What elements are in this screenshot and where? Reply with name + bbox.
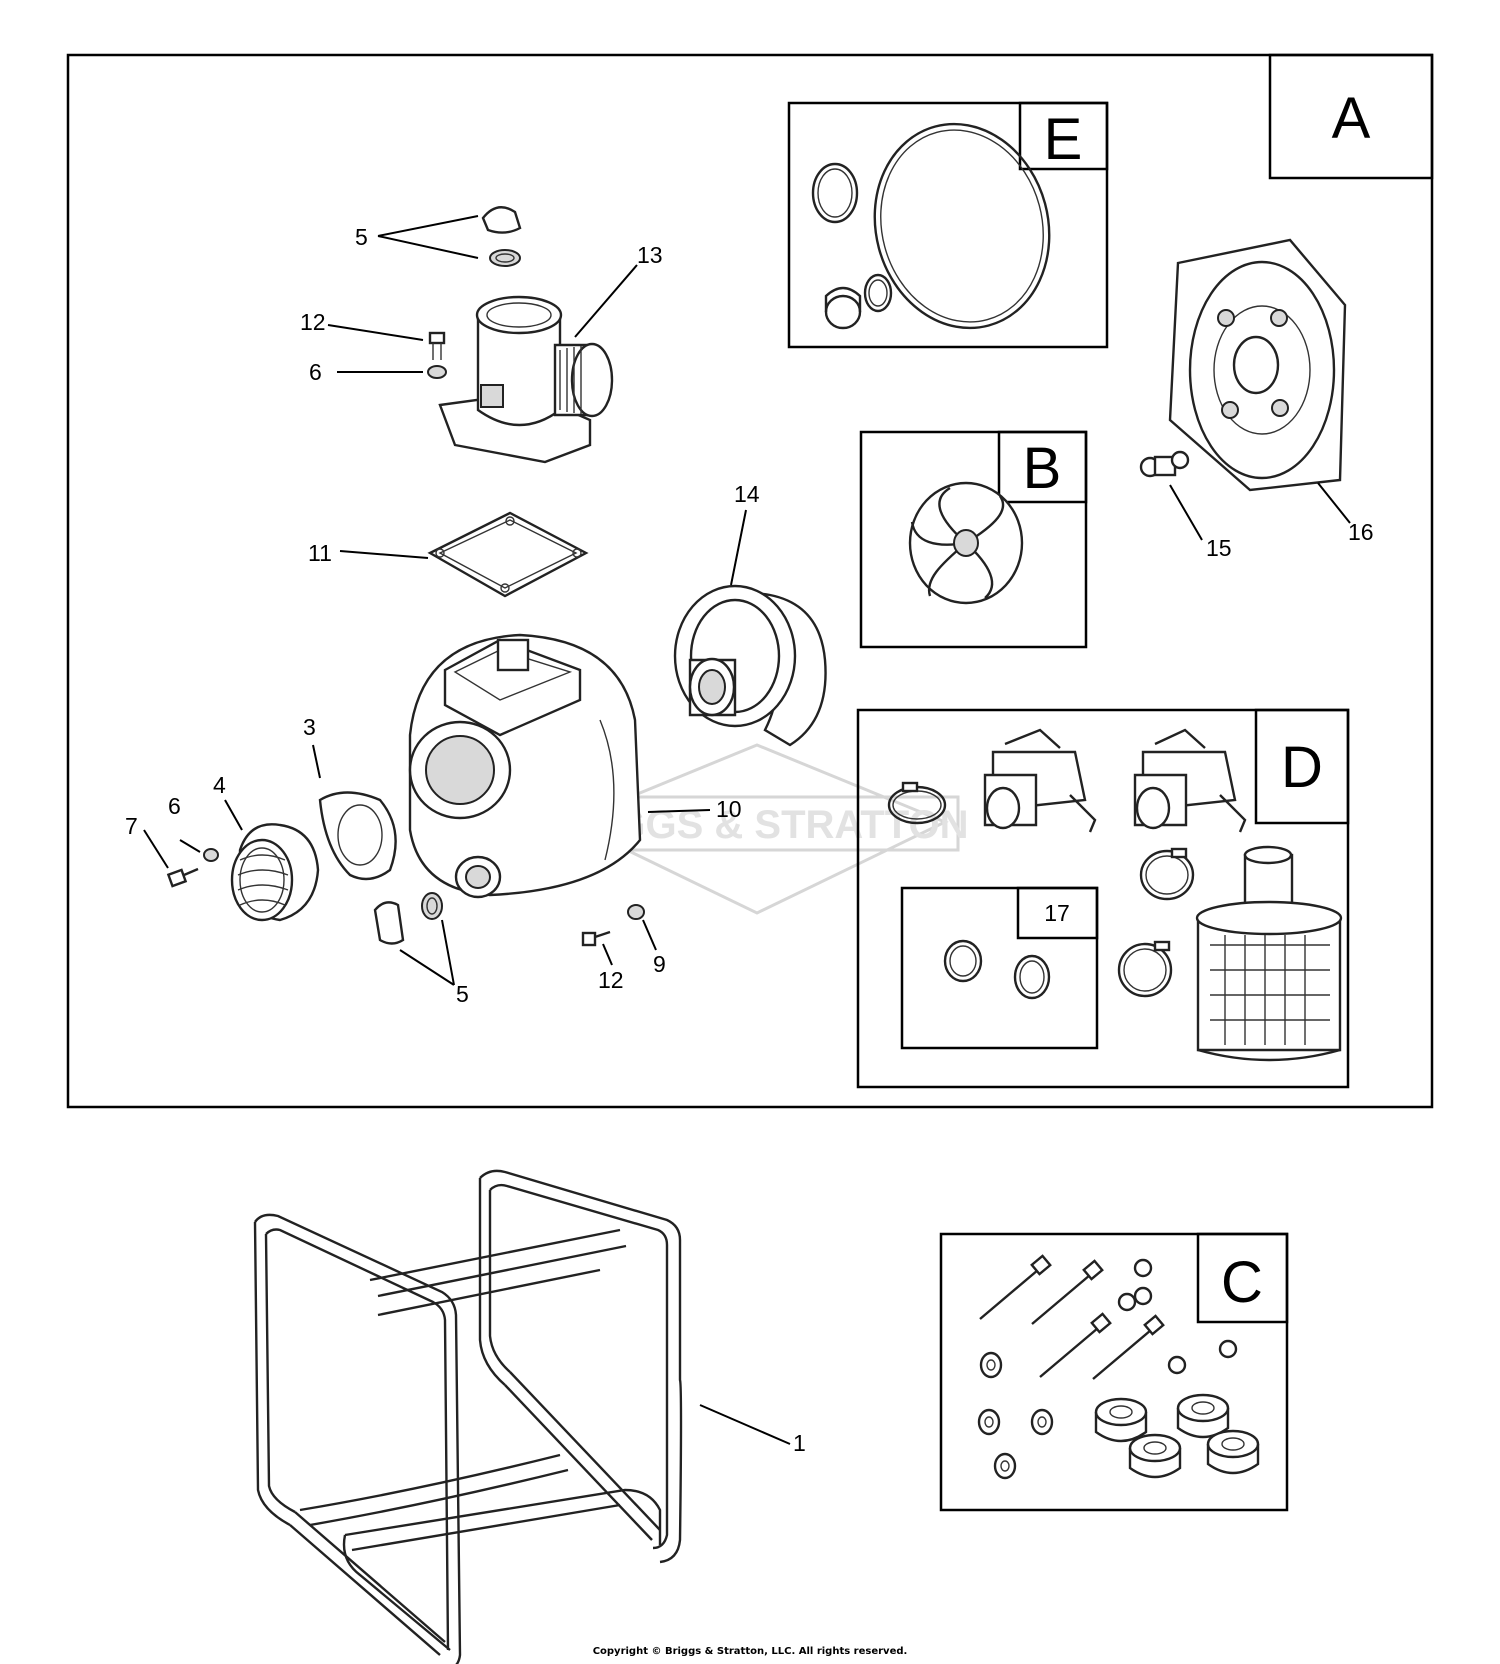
pump-housing (408, 633, 642, 899)
o-ring-17b (1013, 954, 1051, 1000)
kit-e-label: E (1044, 107, 1083, 172)
callout-7: 7 (125, 813, 138, 839)
panel-a-label: A (1332, 86, 1371, 151)
washers (977, 1351, 1054, 1480)
hose-coupling-1 (983, 728, 1097, 833)
washer-6-left (203, 848, 219, 862)
washer-9 (627, 904, 645, 920)
kit-d-panel: D (856, 708, 1350, 1089)
kit-17-label: 17 (1044, 900, 1070, 926)
kit-b-label: B (1023, 436, 1062, 501)
kit-c-label: C (1221, 1250, 1263, 1315)
hose-clamp-3 (1117, 940, 1173, 998)
nuts (1117, 1258, 1238, 1375)
pump-frame (253, 1169, 683, 1664)
kit-d-label: D (1281, 735, 1323, 800)
panel-a-box: A (1268, 53, 1434, 180)
bolt-12-bottom (581, 930, 611, 947)
callout-13: 13 (637, 242, 663, 268)
small-o-ring (811, 162, 859, 224)
housing-gasket-3 (318, 791, 397, 881)
bolts (979, 1254, 1165, 1380)
callout-3: 3 (303, 714, 316, 740)
seal-sleeve (824, 286, 862, 330)
callout-12-bottom: 12 (598, 967, 624, 993)
callout-16: 16 (1348, 519, 1374, 545)
washer-6-top (427, 365, 447, 379)
kit-c-panel: C (939, 1232, 1289, 1512)
callout-6-top: 6 (309, 359, 322, 385)
drain-plug-5 (373, 892, 443, 945)
kit-e-panel: E (787, 101, 1109, 349)
kit-b-panel: B (859, 430, 1088, 649)
volute-casing (673, 584, 827, 747)
hose-coupling-2 (1133, 728, 1247, 833)
callout-9: 9 (653, 951, 666, 977)
hose-clamp-1 (887, 781, 947, 825)
leader-lines (143, 215, 1351, 1445)
callout-5-bottom: 5 (456, 981, 469, 1007)
callout-4: 4 (213, 772, 226, 798)
main-frame (66, 53, 1434, 1109)
impeller (908, 481, 1024, 605)
kit-17-panel: 17 (900, 886, 1099, 1050)
callout-14: 14 (734, 481, 760, 507)
seal-plate (1168, 238, 1347, 492)
large-o-ring (873, 122, 1051, 330)
callout-6-left: 6 (168, 793, 181, 819)
suction-flange-4 (230, 823, 320, 922)
copyright-notice: Copyright © Briggs & Stratton, LLC. All … (592, 1646, 908, 1657)
callout-labels: 5 13 12 6 11 14 15 16 3 4 6 7 10 5 12 9 … (125, 224, 1374, 1456)
bolt-15 (1139, 450, 1190, 478)
callout-11: 11 (308, 540, 332, 566)
filler-cap-top (481, 206, 522, 267)
bolt-12-top (428, 331, 446, 360)
callout-5-top: 5 (355, 224, 368, 250)
elbow-gasket (427, 511, 589, 598)
callout-12-top: 12 (300, 309, 326, 335)
callout-1: 1 (793, 1430, 806, 1456)
discharge-elbow (438, 295, 614, 464)
seal-ring (863, 273, 893, 313)
rubber-mounts (1094, 1393, 1260, 1479)
callout-10: 10 (716, 796, 742, 822)
strainer (1195, 845, 1343, 1062)
bolt-7 (166, 867, 199, 888)
callout-15: 15 (1206, 535, 1232, 561)
hose-clamp-2 (1139, 847, 1195, 901)
o-ring-17a (943, 939, 983, 983)
